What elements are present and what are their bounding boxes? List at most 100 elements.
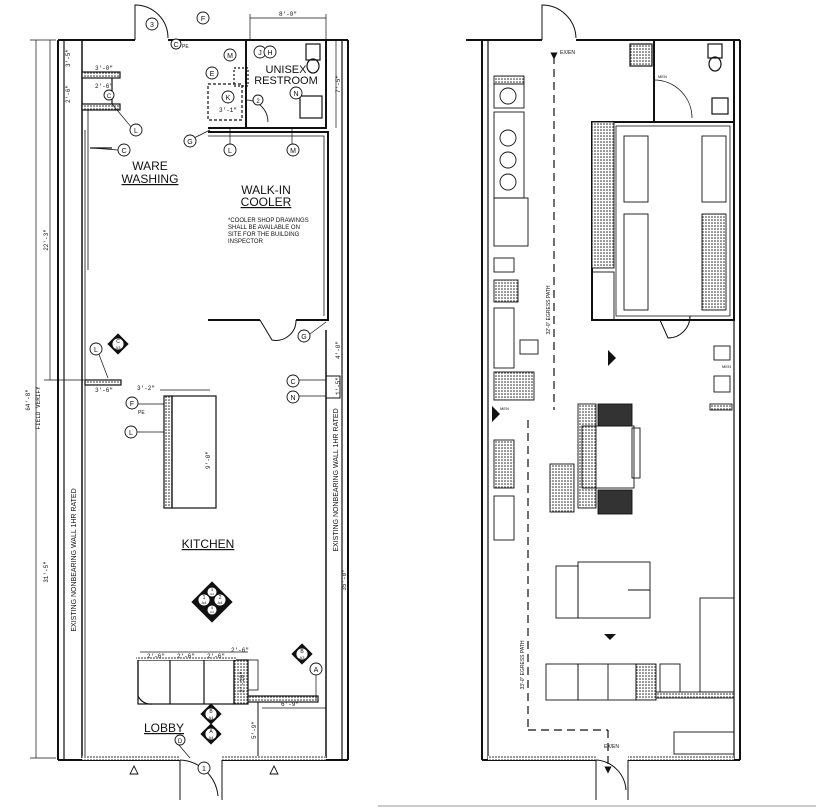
marker-a-top: A — [209, 729, 213, 735]
marker-n4-sheet: A4 — [210, 610, 214, 614]
tag-pe-top: PE — [182, 44, 189, 50]
dim-overall: 64'-8" — [25, 389, 32, 411]
section-markers — [107, 333, 313, 775]
dim-restroom-width: 8'-0" — [279, 11, 297, 18]
men-label-left: MEN — [500, 406, 509, 411]
exterior-walls — [57, 39, 349, 761]
room-label-cooler-1: WALK-IN — [241, 183, 291, 197]
dim-top-small-2: 2'-6" — [65, 85, 72, 103]
tag-pe-mid: PE — [138, 410, 145, 416]
egress-path — [527, 52, 612, 774]
tag-f-mid: F — [130, 401, 134, 408]
door-tag-2: 2 — [256, 99, 260, 105]
men-label-right: MEN — [722, 364, 731, 369]
marker-b-top: B — [300, 649, 304, 655]
tag-h: H — [267, 50, 272, 57]
marker-c-top: C — [116, 339, 120, 345]
tag-l-table: L — [129, 430, 133, 437]
tag-l-upper: L — [134, 128, 138, 135]
dim-counter-4: 2'-6" — [231, 647, 249, 654]
equipment-tags — [89, 11, 323, 775]
exit-label-bottom: EX/EN — [604, 744, 619, 750]
dimension-lines — [30, 14, 337, 759]
exit-label-top: EX/EN — [560, 50, 575, 56]
section-marker-labels: C A3 B A3 B A4 A A4 1 A4 2 A4 3 A4 4 A4 — [116, 339, 306, 740]
tag-c-upper: C — [121, 148, 126, 155]
marker-n2: 2 — [219, 595, 222, 601]
dim-mid-right: 4'-0" — [335, 341, 342, 359]
cooler-note-4: INSPECTOR — [228, 239, 264, 245]
marker-n2-sheet: A4 — [218, 600, 224, 605]
tag-f-top: F — [201, 16, 205, 23]
marker-n4: 4 — [211, 605, 214, 610]
wall-sinks — [709, 345, 733, 411]
top-entry-door — [134, 4, 169, 40]
right-floor-plan — [466, 4, 741, 800]
marker-n3-sheet: A4 — [210, 592, 214, 596]
prep-table — [163, 395, 217, 509]
unisex-restroom — [233, 39, 327, 129]
tag-a-counter: A — [314, 667, 319, 674]
cooking-line — [493, 75, 539, 541]
leader-lines — [91, 103, 327, 759]
tag-c-ledge: C — [107, 94, 112, 100]
wall-fixture — [325, 375, 341, 399]
dim-counter-1: 2'-6" — [147, 653, 165, 660]
marker-n1: 1 — [203, 595, 206, 601]
tag-e: E — [210, 71, 215, 78]
dim-mid-a: 3'-6" — [95, 387, 113, 394]
cooler-shelving — [591, 121, 727, 321]
marker-n1-sheet: A4 — [202, 600, 208, 605]
equipment-tag-letters: F C E M J H N K C L C G L M G L C N F PE… — [94, 16, 319, 773]
marker-b4-top: B — [209, 709, 213, 715]
egress-label-upper: 32'-0" EGRESS PATH — [546, 285, 552, 334]
left-plan-labels: UNISEX RESTROOM WARE WASHING WALK-IN COO… — [25, 11, 348, 739]
right-front-door — [595, 759, 629, 800]
marker-a-sheet: A4 — [209, 735, 215, 740]
dim-right-small: 1'-5" — [335, 377, 342, 395]
room-label-ware-2: WASHING — [122, 172, 179, 186]
dim-restroom-depth: 7'-5" — [335, 75, 342, 93]
wall-label-left: EXISTING NONBEARING WALL 1HR RATED — [71, 488, 78, 631]
room-label-restroom-1: UNISEX — [266, 64, 308, 76]
partition-ledge — [84, 379, 122, 386]
marker-b-sheet: A3 — [300, 655, 306, 660]
dim-lobby-depth: 5'-9" — [251, 721, 258, 739]
tag-c-right: C — [290, 379, 295, 386]
tag-l-cooler: L — [228, 148, 232, 155]
tag-m-cooler: M — [290, 148, 296, 155]
room-label-restroom-2: RESTROOM — [254, 75, 318, 87]
dim-counter-3: 2'-6" — [207, 653, 225, 660]
dim-table-length: 9'-0" — [205, 451, 212, 469]
tag-l-mid: L — [94, 347, 98, 354]
room-label-cooler-2: COOLER — [241, 195, 292, 209]
marker-n3: 3 — [211, 587, 214, 592]
dim-counter-2: 2'-6" — [177, 653, 195, 660]
tag-n-top: N — [293, 91, 298, 98]
dim-small-door: 3'-1" — [219, 107, 237, 114]
door-tag-1: 1 — [202, 766, 206, 773]
right-restroom — [629, 39, 735, 123]
dim-top-small-1: 3'-5" — [65, 49, 72, 67]
tag-j: J — [258, 50, 262, 57]
men-label-top: MEN — [658, 74, 667, 79]
dim-counter-depth: 2'-10" — [239, 671, 246, 693]
tag-m-top: M — [227, 53, 233, 60]
prep-island — [549, 403, 641, 515]
dim-upper-left: 22'-3" — [43, 229, 50, 251]
tag-g-upper: G — [187, 139, 192, 146]
marker-b4-sheet: A4 — [209, 715, 215, 720]
cooler-note-3: SITE FOR THE BUILDING — [228, 232, 300, 238]
dim-lower-left: 31'-5" — [43, 561, 50, 583]
cooler-note-2: SHALL BE AVAILABLE ON — [228, 225, 300, 231]
lower-counter — [545, 663, 735, 755]
marker-c-sheet: A3 — [116, 345, 122, 350]
dim-ledge-b: 2'-6" — [95, 83, 113, 90]
tag-g-door: G — [301, 334, 306, 341]
dim-counter-span: 6'-9" — [281, 701, 299, 708]
dim-mid-b: 3'-2" — [137, 385, 155, 392]
room-label-lobby: LOBBY — [144, 721, 184, 735]
dim-field-verify: FIELD VERIFY — [35, 386, 42, 430]
cooler-note-1: *COOLER SHOP DRAWINGS — [228, 218, 309, 224]
